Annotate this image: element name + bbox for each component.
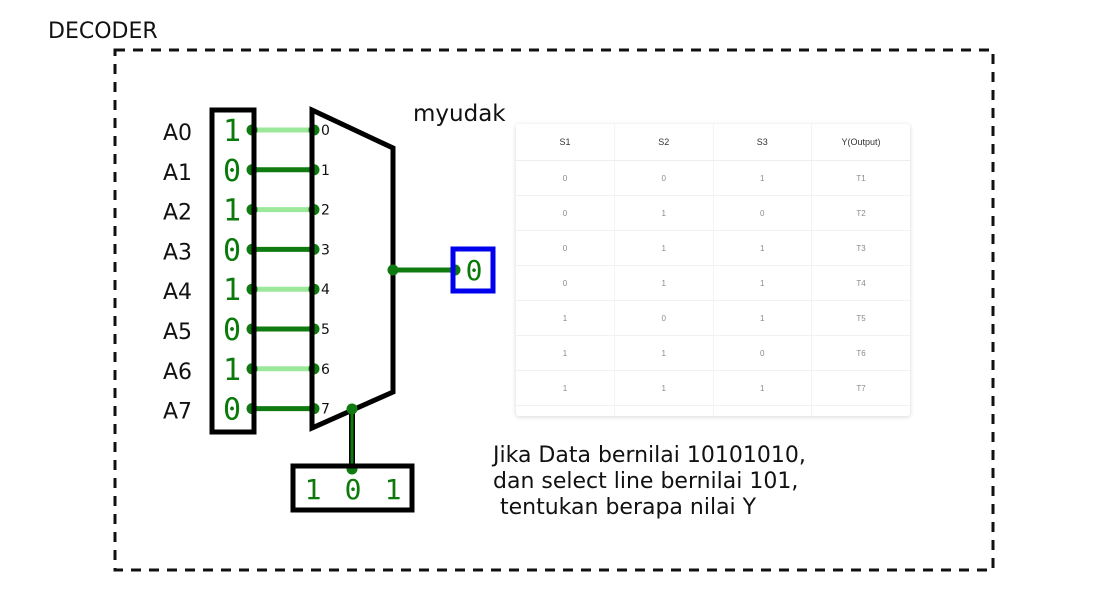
- mux-pin-number-5: 5: [321, 322, 330, 338]
- diagram-title: DECODER: [48, 19, 158, 44]
- truth-table-cell: 1: [516, 405, 615, 416]
- truth-table-cell: T7: [811, 370, 910, 406]
- truth-table-header-cell: S3: [712, 124, 812, 161]
- select-bit-0: 1: [305, 473, 322, 506]
- truth-table-cell: T6: [811, 335, 910, 371]
- input-label-5: A5: [163, 320, 192, 345]
- input-label-3: A3: [163, 240, 192, 265]
- input-bit-5: 0: [223, 313, 241, 348]
- author-watermark: myudak: [413, 101, 506, 127]
- mux-pin-number-3: 3: [321, 242, 330, 258]
- mux-pin-number-6: 6: [321, 362, 330, 378]
- question-line-3: tentukan berapa nilai Y: [500, 495, 757, 520]
- select-bit-2: 1: [385, 473, 402, 506]
- truth-table-cell: 1: [516, 370, 615, 406]
- truth-table-cell: 1: [614, 370, 713, 406]
- input-bit-4: 1: [223, 273, 241, 308]
- truth-table-cell: 1: [712, 230, 812, 266]
- truth-table-cell: 1: [712, 160, 812, 196]
- truth-table-cell: 0: [516, 265, 615, 301]
- input-bit-2: 1: [223, 194, 241, 229]
- select-bits-box: [290, 463, 415, 513]
- truth-table-cell: 1: [614, 335, 713, 371]
- truth-table-cell: T5: [811, 300, 910, 336]
- truth-table-cell: 1: [614, 230, 713, 266]
- truth-table-cell: 1: [712, 300, 812, 336]
- input-bit-3: 0: [223, 233, 241, 268]
- question-line-2: dan select line bernilai 101,: [493, 469, 798, 494]
- question-line-1: Jika Data bernilai 10101010,: [491, 443, 806, 468]
- mux-pin-number-2: 2: [321, 203, 330, 219]
- input-bit-7: 0: [223, 393, 241, 428]
- select-bit-1: 0: [345, 473, 362, 506]
- input-bit-1: 0: [223, 154, 241, 189]
- truth-table-cell: 1: [516, 300, 615, 336]
- dashed-frame: [113, 48, 995, 572]
- truth-table-cell: T1: [811, 160, 910, 196]
- truth-table-cell: 1: [614, 195, 713, 231]
- input-bit-box: [209, 107, 257, 435]
- mux-pin-number-7: 7: [321, 402, 330, 418]
- input-label-2: A2: [163, 201, 192, 226]
- mux-pin-number-0: 0: [321, 123, 330, 139]
- select-top-dot: [346, 403, 358, 415]
- truth-table-cell: 1: [712, 405, 812, 416]
- truth-table-header-cell: S1: [516, 124, 615, 161]
- output-value: 0: [466, 254, 483, 287]
- input-label-1: A1: [163, 161, 192, 186]
- output-junction-dot: [387, 264, 399, 276]
- truth-table-cell: 0: [712, 335, 812, 371]
- truth-table-cell: 1: [614, 265, 713, 301]
- input-label-7: A7: [163, 400, 192, 425]
- truth-table-row: 111T8: [516, 405, 910, 416]
- truth-table-cell: 0: [516, 195, 615, 231]
- input-label-0: A0: [163, 121, 192, 146]
- mux-pin-number-4: 4: [321, 282, 330, 298]
- truth-table-cell: 0: [516, 230, 615, 266]
- truth-table-cell: 0: [614, 160, 713, 196]
- truth-table-cell: 1: [712, 265, 812, 301]
- truth-table-cell: 0: [614, 300, 713, 336]
- truth-table-cell: T8: [811, 405, 910, 416]
- truth-table-cell: 0: [712, 195, 812, 231]
- truth-table-cell: T3: [811, 230, 910, 266]
- input-label-6: A6: [163, 360, 192, 385]
- mux-pin-number-1: 1: [321, 163, 330, 179]
- output-box: [450, 246, 496, 294]
- truth-table-cell: T4: [811, 265, 910, 301]
- truth-table-cell: 0: [516, 160, 615, 196]
- truth-table-cell: T2: [811, 195, 910, 231]
- truth-table-header-cell: S2: [614, 124, 713, 161]
- truth-table-cell: 1: [516, 335, 615, 371]
- mux-body: [309, 106, 396, 432]
- truth-table-cell: 1: [712, 370, 812, 406]
- input-bit-6: 1: [223, 353, 241, 388]
- truth-table-cell: 1: [614, 405, 713, 416]
- input-bit-0: 1: [223, 114, 241, 149]
- truth-table-header-cell: Y(Output): [811, 124, 910, 161]
- truth-table-body: 001T1010T2011T3011T4101T5110T6111T7111T8: [516, 160, 910, 416]
- input-label-4: A4: [163, 280, 192, 305]
